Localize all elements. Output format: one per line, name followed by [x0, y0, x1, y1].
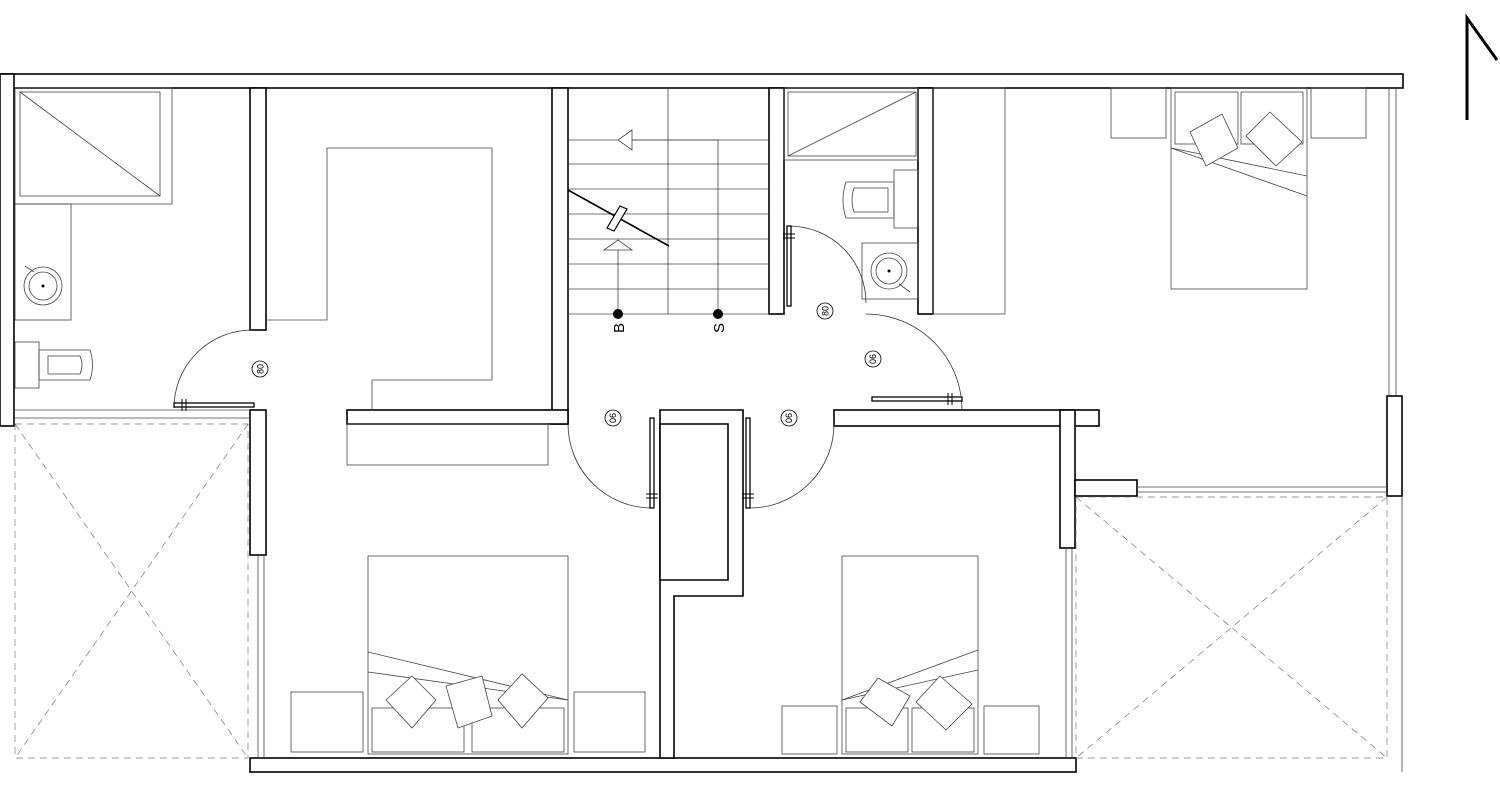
door-tag-bath-right: 80 [816, 302, 834, 320]
svg-text:90: 90 [868, 354, 878, 364]
closet-left [266, 147, 549, 466]
sink-left [14, 203, 72, 321]
svg-text:90: 90 [784, 413, 794, 423]
svg-text:90: 90 [608, 413, 618, 423]
door-tag-bedroom-right: 90 [864, 350, 882, 368]
door-bath-right [783, 225, 867, 307]
toilet-right [842, 169, 919, 229]
door-bath-left [173, 329, 255, 411]
shower-left [14, 87, 173, 205]
north-arrow-icon [1465, 13, 1499, 120]
door-bedroom-right [865, 313, 963, 411]
door-bedroom-bottom-right [742, 417, 835, 509]
door-tag-bath-left: 80 [251, 360, 269, 378]
exterior-walls [0, 73, 1404, 773]
shower-right [783, 87, 919, 161]
void-right [1065, 496, 1388, 759]
bedroom-bottom-right-furniture [781, 555, 1040, 755]
door-tag-bedroom-bottom-left: 90 [604, 409, 622, 427]
sink-right [861, 242, 919, 300]
void-left [14, 423, 265, 759]
stair-point-b-label: B [611, 323, 628, 333]
door-bedroom-bottom-left [567, 417, 658, 509]
staircase [567, 88, 769, 319]
interior-walls [14, 87, 1387, 759]
door-tag-bedroom-bottom-right: 90 [780, 409, 798, 427]
bedroom-right-furniture [932, 87, 1367, 315]
svg-text:80: 80 [256, 364, 266, 374]
stair-point-s-label: S [711, 323, 728, 333]
svg-text:80: 80 [821, 306, 831, 316]
toilet-left [14, 341, 93, 389]
bedroom-bottom-left-furniture [290, 555, 646, 755]
